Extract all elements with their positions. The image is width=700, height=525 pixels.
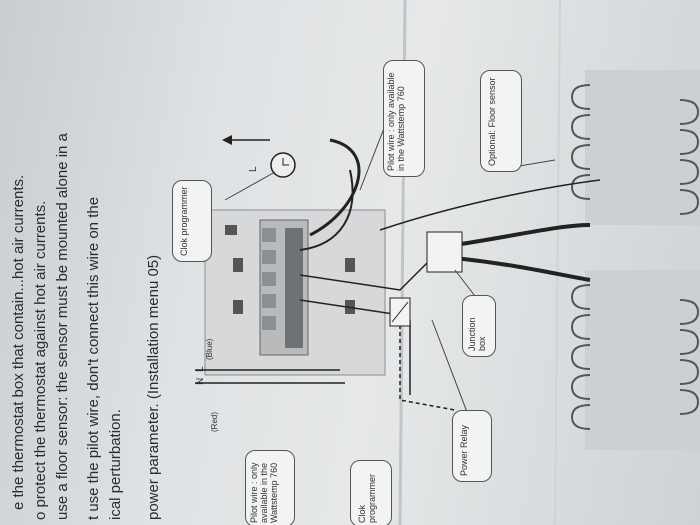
label-red: (Red) — [210, 411, 219, 432]
page-fold — [554, 0, 561, 525]
callout-junction-box: Junction box — [462, 295, 496, 357]
callout-power-relay: Power Relay — [452, 410, 492, 482]
callout-optional-floor-sensor: Optional: Floor sensor — [480, 70, 522, 172]
thermostat-base — [204, 209, 386, 376]
label-N: N — [195, 377, 206, 385]
manual-text-line: t use the pilot wire, don't connect this… — [85, 196, 102, 520]
callout-clock-programmer-left: Clok programmer — [350, 460, 392, 525]
junction-box-symbol — [426, 231, 463, 273]
manual-text-line: o protect the thermostat against hot air… — [32, 200, 49, 520]
clock-hand-icon — [282, 158, 289, 166]
manual-text-line: ical perturbation. — [107, 409, 124, 520]
label-blue: (Blue) — [205, 338, 214, 360]
manual-text-line: e the thermostat box that contain...hot … — [10, 174, 27, 510]
cables — [195, 138, 601, 411]
relay-coil-icon — [391, 301, 409, 323]
callout-pilot-wire-left: Pilot wire : only available in the Watts… — [245, 450, 295, 525]
callout-pilot-wire-top: Pilot wire : only available in the Watts… — [383, 60, 425, 177]
manual-text-line: power parameter. (Installation menu 05) — [145, 254, 162, 520]
label-L: L — [195, 366, 206, 372]
label-L-arrow: L — [248, 166, 259, 172]
floor-heating-mesh — [570, 70, 700, 450]
manual-text-line: use a floor sensor: the sensor must be m… — [54, 133, 71, 520]
arrow-left-icon — [222, 135, 232, 145]
callout-clock-programmer-top: Clok programmer — [172, 180, 212, 262]
